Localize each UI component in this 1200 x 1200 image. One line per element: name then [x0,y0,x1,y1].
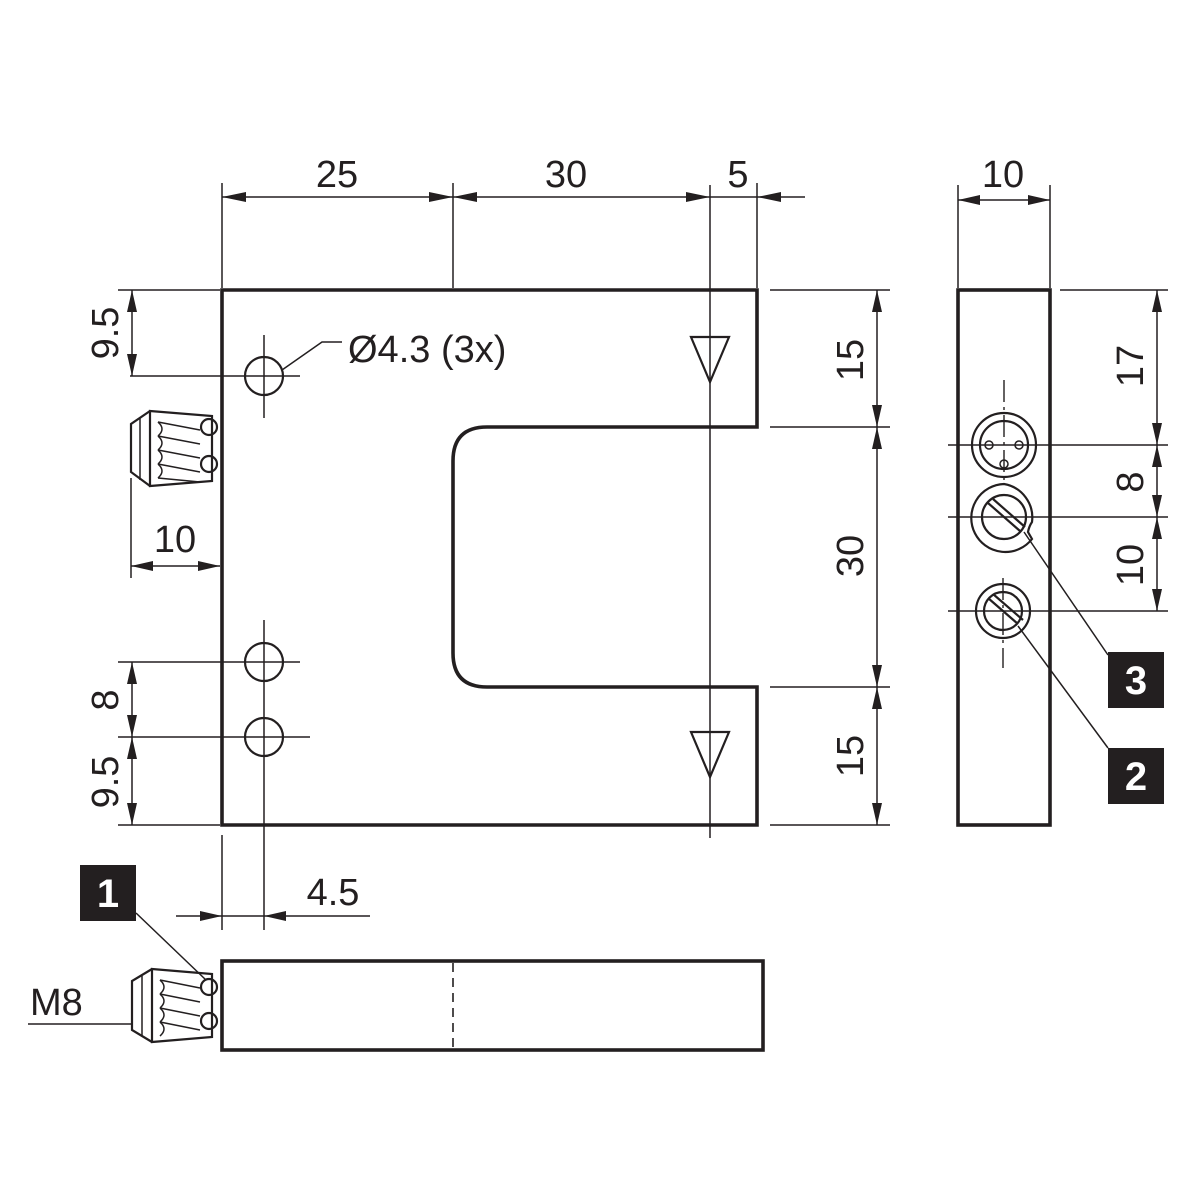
right-dimensions: 15 30 15 [770,289,890,826]
top-dimensions: 25 30 5 [221,154,805,288]
callout-3-label: 3 [1125,659,1147,703]
connector-side-icon [129,409,219,488]
bottom-body-outline [220,959,765,1052]
dim-side-width-10: 10 [982,154,1024,196]
hole-diameter-label: Ø4.3 (3x) [348,329,506,371]
dim-left-bottom-9-5: 9.5 [85,756,127,809]
connector-bottom-icon [130,967,219,1044]
callout-2-label: 2 [1125,755,1147,799]
dim-width-5: 5 [727,154,748,196]
dim-right-top-15: 15 [830,339,872,381]
left-dimensions: 9.5 10 8 9.5 [85,289,220,826]
dim-side-mid-8: 8 [1110,471,1152,492]
dim-side-low-10: 10 [1110,544,1152,586]
dim-right-bottom-15: 15 [830,735,872,777]
callout-2-leader [1017,625,1109,749]
callout-2: 2 [1108,748,1164,804]
dim-side-top-17: 17 [1110,345,1152,387]
callout-1: 1 [80,865,136,921]
dim-hole-spacing-8: 8 [85,689,127,710]
callout-1-leader [135,912,207,981]
dim-right-slot-30: 30 [830,535,872,577]
dim-width-25: 25 [316,154,358,196]
side-body-outline [956,288,1052,827]
dim-width-30: 30 [545,154,587,196]
hole-leader-line [281,341,342,371]
callout-3-leader [1023,531,1109,656]
dim-connector-10: 10 [154,519,196,561]
receiver-arrow-icon [689,730,731,780]
potentiometer-icon [970,482,1034,554]
thread-size-label: M8 [30,982,83,1024]
dim-left-top-9-5: 9.5 [85,307,127,360]
side-view: 10 [948,154,1168,827]
u-body-outline [220,288,759,827]
front-view: Ø4.3 (3x) [118,185,759,930]
dim-hole-edge-4-5: 4.5 [307,872,360,914]
bottom-view: M8 4.5 [28,835,765,1052]
callout-3: 3 [1108,652,1164,708]
callout-1-label: 1 [97,872,119,916]
emitter-arrow-icon [689,335,731,385]
